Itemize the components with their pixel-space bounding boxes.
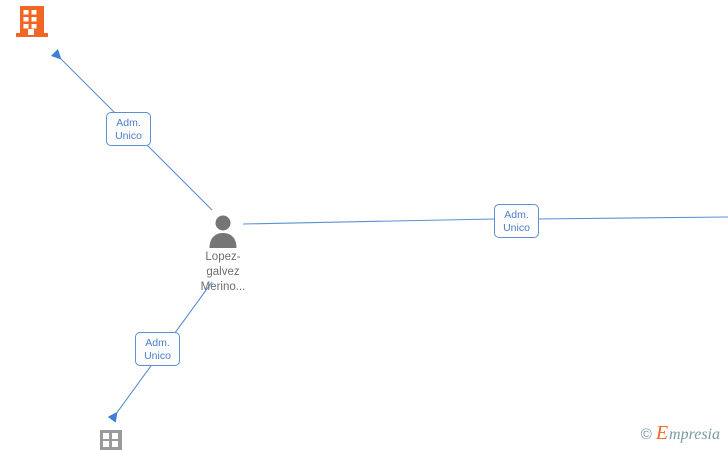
- office-building-icon: [100, 430, 122, 450]
- brand-name: mpresia: [669, 426, 720, 443]
- person-name-line-2: galvez: [206, 266, 240, 278]
- person-name-line-1: Lopez-: [205, 251, 241, 263]
- node-company-bottom[interactable]: [99, 429, 123, 450]
- office-building-icon: [16, 6, 48, 37]
- edge-label-adm-unico-top-left[interactable]: Adm. Unico: [106, 112, 151, 146]
- edge-person-to-right-b: [538, 216, 728, 220]
- edge-person-to-right-a: [242, 218, 495, 225]
- edge-label-adm-unico-right[interactable]: Adm. Unico: [494, 204, 539, 238]
- watermark: © E mpresia: [641, 422, 720, 445]
- person-avatar-icon: [209, 215, 237, 248]
- node-person-label: Lopez- galvez Merino...: [185, 250, 261, 295]
- node-person[interactable]: Lopez- galvez Merino...: [185, 212, 261, 295]
- copyright-symbol: ©: [640, 426, 652, 443]
- node-company-top[interactable]: [14, 4, 50, 40]
- edge-label-adm-unico-bottom-left[interactable]: Adm. Unico: [135, 332, 180, 366]
- person-name-line-3: Merino...: [200, 281, 246, 293]
- brand-initial: E: [655, 422, 669, 444]
